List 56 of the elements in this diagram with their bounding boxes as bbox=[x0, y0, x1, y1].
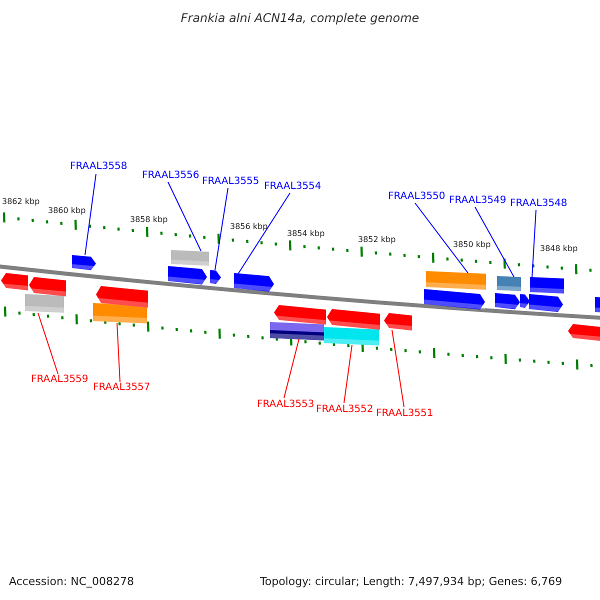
leader-line bbox=[474, 206, 514, 278]
gene-block bbox=[520, 294, 530, 308]
scale-label: 3860 kbp bbox=[48, 207, 86, 215]
gene-block bbox=[210, 270, 221, 284]
gene-block bbox=[29, 277, 66, 296]
leader-line bbox=[38, 312, 58, 374]
scale-label: 3858 kbp bbox=[130, 216, 168, 224]
gene-block bbox=[72, 255, 96, 270]
gene-label: FRAAL3557 bbox=[93, 383, 150, 393]
scale-label: 3854 kbp bbox=[287, 230, 325, 238]
gene-block bbox=[424, 289, 485, 310]
feature-bar bbox=[426, 271, 486, 290]
leader-line bbox=[84, 174, 96, 256]
scale-label: 3856 kbp bbox=[230, 223, 268, 231]
gene-block bbox=[1, 273, 28, 290]
gene-block bbox=[274, 305, 326, 325]
feature-bar bbox=[270, 322, 324, 340]
feature-bar bbox=[530, 277, 564, 294]
gene-label: FRAAL3556 bbox=[142, 171, 200, 181]
feature-bar bbox=[171, 250, 209, 266]
gene-label: FRAAL3551 bbox=[376, 409, 434, 419]
leader-line bbox=[168, 182, 202, 252]
scale-label: 3848 kbp bbox=[540, 245, 578, 253]
scale-label: 3862 kbp bbox=[2, 198, 40, 206]
gene-label: FRAAL3552 bbox=[316, 405, 374, 415]
feature-bar bbox=[595, 297, 600, 312]
gene-label: FRAAL3554 bbox=[264, 182, 322, 192]
gene-block bbox=[384, 313, 412, 331]
accession-text: Accession: NC_008278 bbox=[9, 576, 134, 587]
scale-label: 3852 kbp bbox=[358, 236, 396, 244]
gene-block bbox=[327, 309, 380, 330]
leader-line bbox=[116, 322, 120, 382]
gene-label: FRAAL3548 bbox=[510, 199, 568, 209]
feature-bar bbox=[497, 276, 521, 292]
gene-block bbox=[96, 286, 148, 308]
gene-label: FRAAL3549 bbox=[449, 196, 506, 206]
leader-line bbox=[284, 338, 300, 398]
gene-label: FRAAL3555 bbox=[202, 177, 260, 187]
scale-label: 3850 kbp bbox=[453, 241, 491, 249]
gene-block bbox=[234, 273, 274, 292]
gene-block bbox=[568, 324, 600, 341]
gene-label: FRAAL3558 bbox=[70, 162, 128, 172]
genome-info-text: Topology: circular; Length: 7,497,934 bp; Genes: 6,769 bbox=[260, 576, 562, 587]
diagram-title: Frankia alni ACN14a, complete genome bbox=[180, 12, 420, 24]
leader-line bbox=[344, 344, 352, 404]
leader-line bbox=[214, 188, 228, 270]
gene-label: FRAAL3559 bbox=[31, 375, 88, 385]
leader-line bbox=[414, 202, 468, 274]
gene-label: FRAAL3550 bbox=[388, 192, 446, 202]
leader-line bbox=[238, 192, 290, 274]
gene-label: FRAAL3553 bbox=[257, 400, 314, 410]
leader-line bbox=[532, 210, 536, 278]
gene-block bbox=[168, 266, 207, 284]
leader-line bbox=[392, 330, 404, 408]
feature-bar bbox=[324, 327, 379, 346]
feature-bar bbox=[25, 294, 64, 313]
